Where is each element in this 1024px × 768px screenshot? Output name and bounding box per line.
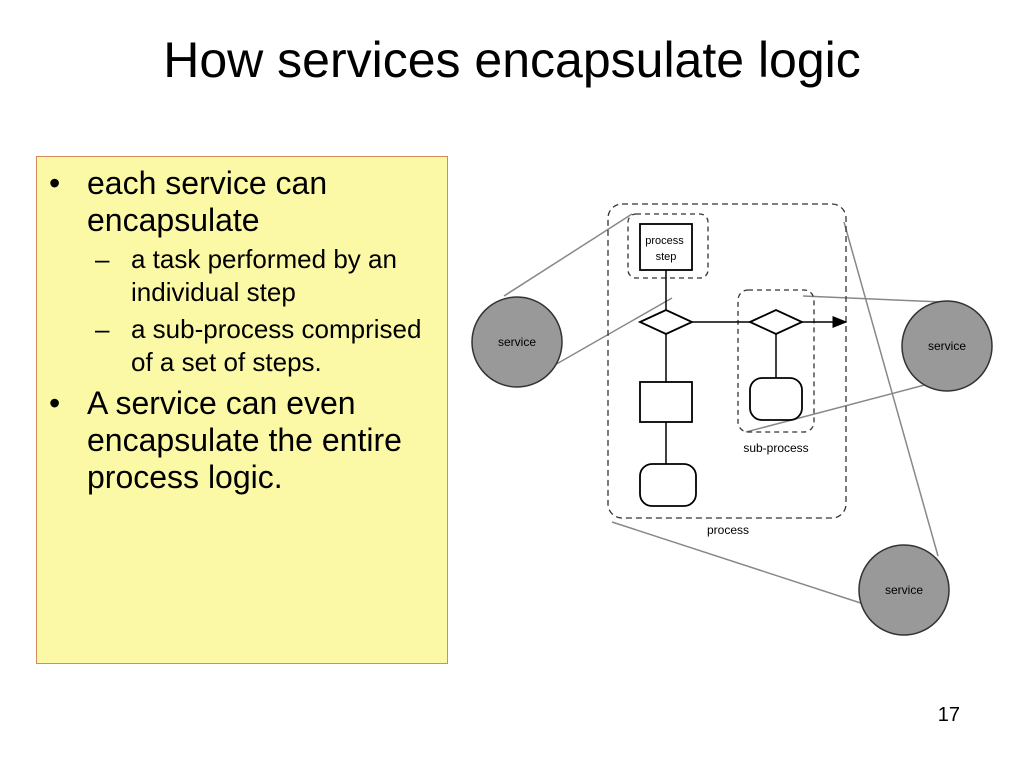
bullet-item: • each service can encapsulate – a task … — [37, 165, 447, 379]
service-label: service — [885, 583, 923, 597]
process-step-box — [639, 223, 693, 271]
page-number: 17 — [937, 704, 960, 726]
bullet-dot: • — [49, 385, 61, 421]
service-bottom: service — [858, 544, 950, 636]
service-label: service — [928, 339, 966, 353]
connector-line — [611, 521, 877, 609]
bullet-item: • A service can even encapsulate the ent… — [37, 385, 447, 496]
sub-bullet-text: a sub-process comprised of a set of step… — [131, 314, 422, 377]
service-left: service — [471, 296, 563, 388]
service-right: service — [901, 300, 993, 392]
process-boundary — [607, 203, 847, 519]
bullet-text: A service can even encapsulate the entir… — [87, 385, 402, 495]
task-box — [639, 381, 693, 423]
process-step-boundary — [627, 213, 709, 279]
bullet-textbox: • each service can encapsulate – a task … — [36, 156, 448, 664]
sub-process-label: sub-process — [743, 441, 808, 455]
sub-bullet-dash: – — [95, 244, 110, 274]
service-circle — [471, 296, 563, 388]
sub-bullet-list: – a task performed by an individual step… — [87, 243, 447, 379]
decision-diamond — [747, 309, 805, 335]
sub-bullet-text: a task performed by an individual step — [131, 244, 397, 307]
rounded-task-box — [639, 463, 697, 507]
process-label: process — [707, 523, 749, 537]
service-encapsulation-diagram: process process step sub-process service… — [471, 203, 993, 636]
bullet-dot: • — [49, 165, 61, 201]
connector-line — [745, 381, 937, 433]
service-circle — [858, 544, 950, 636]
sub-bullet-item: – a sub-process comprised of a set of st… — [87, 313, 447, 379]
process-step-label: process step — [645, 235, 687, 263]
service-label: service — [498, 335, 536, 349]
connector-line — [843, 221, 939, 557]
connector-line — [545, 297, 673, 371]
encapsulation-lines — [503, 213, 943, 609]
sub-process-boundary — [737, 289, 815, 433]
bullet-list: • each service can encapsulate – a task … — [37, 157, 447, 496]
connector-line — [802, 295, 943, 303]
rounded-task-box — [749, 377, 803, 421]
sub-bullet-dash: – — [95, 314, 110, 344]
decision-diamond — [637, 309, 695, 335]
sub-bullet-item: – a task performed by an individual step — [87, 243, 447, 309]
service-circle — [901, 300, 993, 392]
flow-lines — [665, 270, 848, 464]
connector-line — [503, 213, 633, 297]
bullet-text: each service can encapsulate — [87, 165, 328, 238]
slide-title: How services encapsulate logic — [163, 32, 861, 88]
